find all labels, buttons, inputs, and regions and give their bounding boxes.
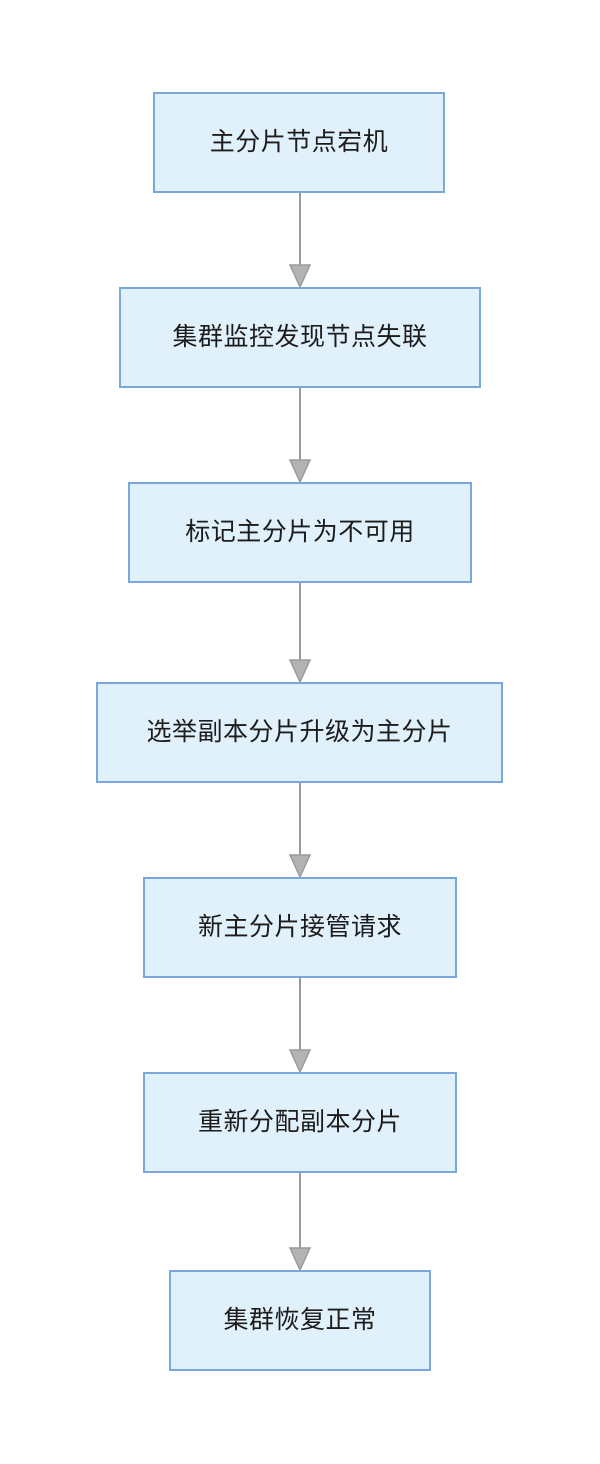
flow-node-label: 集群恢复正常 [223,1305,377,1334]
flow-node[interactable]: 集群恢复正常 [169,1270,431,1371]
flow-node[interactable]: 新主分片接管请求 [143,877,457,978]
flow-node-label: 集群监控发现节点失联 [172,322,428,351]
flow-node-label: 选举副本分片升级为主分片 [146,717,453,746]
flow-node-label: 标记主分片为不可用 [185,517,415,546]
flow-connector-arrow [288,978,312,1074]
flow-connector-arrow [288,783,312,879]
flow-node[interactable]: 集群监控发现节点失联 [119,287,481,388]
flow-connector-arrow [288,193,312,289]
flow-node-label: 新主分片接管请求 [197,912,402,941]
flow-node-label: 重新分配副本分片 [197,1107,402,1136]
flow-node[interactable]: 标记主分片为不可用 [128,482,472,583]
flow-node[interactable]: 重新分配副本分片 [143,1072,457,1173]
flow-connector-arrow [288,583,312,684]
flow-node[interactable]: 主分片节点宕机 [153,92,445,193]
flow-connector-arrow [288,388,312,484]
flow-node-label: 主分片节点宕机 [209,127,389,156]
flow-connector-arrow [288,1173,312,1272]
flow-node[interactable]: 选举副本分片升级为主分片 [96,682,503,783]
